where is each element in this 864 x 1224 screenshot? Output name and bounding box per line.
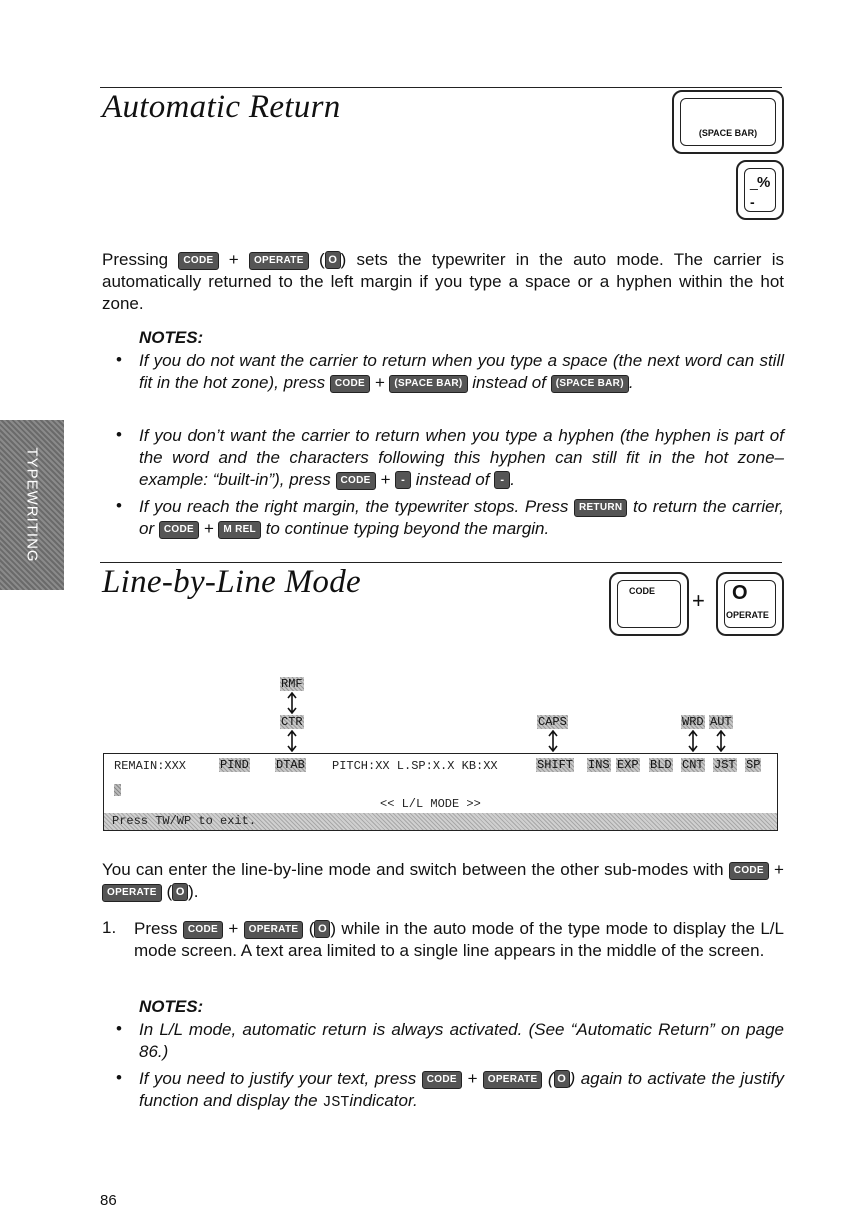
note-space-bar: If you do not want the carrier to return… — [139, 351, 784, 393]
operate-keycap-label: OPERATE — [726, 610, 769, 620]
hyphen-percent-keycap: % _ - — [736, 160, 784, 220]
code-keycap: CODE — [609, 572, 689, 636]
o-key-icon: O — [553, 1070, 570, 1088]
text-cursor — [114, 784, 121, 796]
side-tab: TYPEWRITING — [0, 420, 64, 590]
note-right-margin: If you reach the right margin, the typew… — [139, 497, 784, 539]
side-tab-label: TYPEWRITING — [23, 447, 41, 563]
minus-key-icon: - — [395, 471, 412, 489]
code-key-icon: CODE — [728, 862, 769, 880]
indicator-caps: CAPS — [537, 715, 568, 729]
code-key-icon: CODE — [182, 921, 223, 939]
code-keycap-label: CODE — [629, 586, 656, 596]
operate-keycap-o: O — [732, 582, 748, 604]
code-key-icon: CODE — [158, 521, 199, 539]
code-key-icon: CODE — [335, 472, 376, 490]
code-key-icon: CODE — [178, 252, 219, 270]
space-bar-key-icon: (SPACE BAR) — [389, 375, 468, 393]
section-rule-middle — [100, 562, 782, 563]
indicator-dtab: DTAB — [275, 758, 306, 772]
mode-label: << L/L MODE >> — [380, 797, 481, 811]
indicator-pind: PIND — [219, 758, 250, 772]
indicator-bld: BLD — [649, 758, 673, 772]
operate-key-icon: OPERATE — [482, 1071, 543, 1089]
space-bar-keycap: (SPACE BAR) — [672, 90, 784, 154]
indicator-sp: SP — [745, 758, 762, 772]
jst-indicator-text: JST — [322, 1094, 350, 1111]
notes-heading-2: NOTES: — [139, 997, 204, 1016]
indicator-shift: SHIFT — [536, 758, 575, 772]
message-bar: Press TW/WP to exit. — [104, 813, 777, 830]
indicator-exp: EXP — [616, 758, 640, 772]
note-hyphen: If you don’t want the carrier to return … — [139, 426, 784, 490]
space-bar-key-icon: (SPACE BAR) — [550, 375, 629, 393]
status-remain: REMAIN:XXX — [114, 759, 187, 773]
page-number: 86 — [100, 1192, 117, 1209]
operate-key-icon: OPERATE — [248, 252, 309, 270]
indicator-jst: JST — [713, 758, 737, 772]
o-key-icon: O — [172, 883, 189, 901]
percent-glyph: % — [757, 174, 771, 191]
hyphen-glyph: - — [750, 194, 755, 210]
indicator-rmf: RMF — [280, 677, 304, 691]
code-key-icon: CODE — [329, 375, 370, 393]
code-key-icon: CODE — [421, 1071, 462, 1089]
auto-return-paragraph: Pressing CODE + OPERATE (O) sets the typ… — [102, 250, 784, 313]
ll-mode-screen: REMAIN:XXX PIND DTAB PITCH:XX L.SP:X.X K… — [103, 753, 778, 831]
operate-keycap: O OPERATE — [716, 572, 784, 636]
space-bar-keycap-label: (SPACE BAR) — [698, 128, 758, 138]
indicator-wrd: WRD — [681, 715, 705, 729]
ll-intro-paragraph: You can enter the line-by-line mode and … — [102, 860, 784, 902]
indicator-ins: INS — [587, 758, 611, 772]
indicator-aut: AUT — [709, 715, 733, 729]
step-number: 1. — [102, 918, 117, 937]
step-1-text: Press CODE + OPERATE (O) while in the au… — [134, 919, 784, 960]
indicator-ctr: CTR — [280, 715, 304, 729]
return-key-icon: RETURN — [573, 499, 628, 517]
m-rel-key-icon: M REL — [218, 521, 261, 539]
section-rule-top — [100, 87, 782, 88]
note-auto-return: In L/L mode, automatic return is always … — [139, 1020, 784, 1061]
o-key-icon: O — [314, 920, 331, 938]
notes-heading-1: NOTES: — [139, 328, 204, 347]
plus-sign: + — [692, 588, 705, 613]
exit-message: Press TW/WP to exit. — [112, 814, 257, 828]
operate-key-icon: OPERATE — [102, 884, 162, 902]
section-title-line-by-line: Line-by-Line Mode — [102, 564, 361, 600]
operate-key-icon: OPERATE — [243, 921, 304, 939]
indicator-cnt: CNT — [681, 758, 705, 772]
note-justify: If you need to justify your text, press … — [139, 1069, 784, 1111]
section-title-automatic-return: Automatic Return — [102, 89, 341, 125]
o-key-icon: O — [324, 251, 341, 269]
minus-key-icon: - — [494, 471, 511, 489]
status-pitch: PITCH:XX L.SP:X.X KB:XX — [332, 759, 498, 773]
